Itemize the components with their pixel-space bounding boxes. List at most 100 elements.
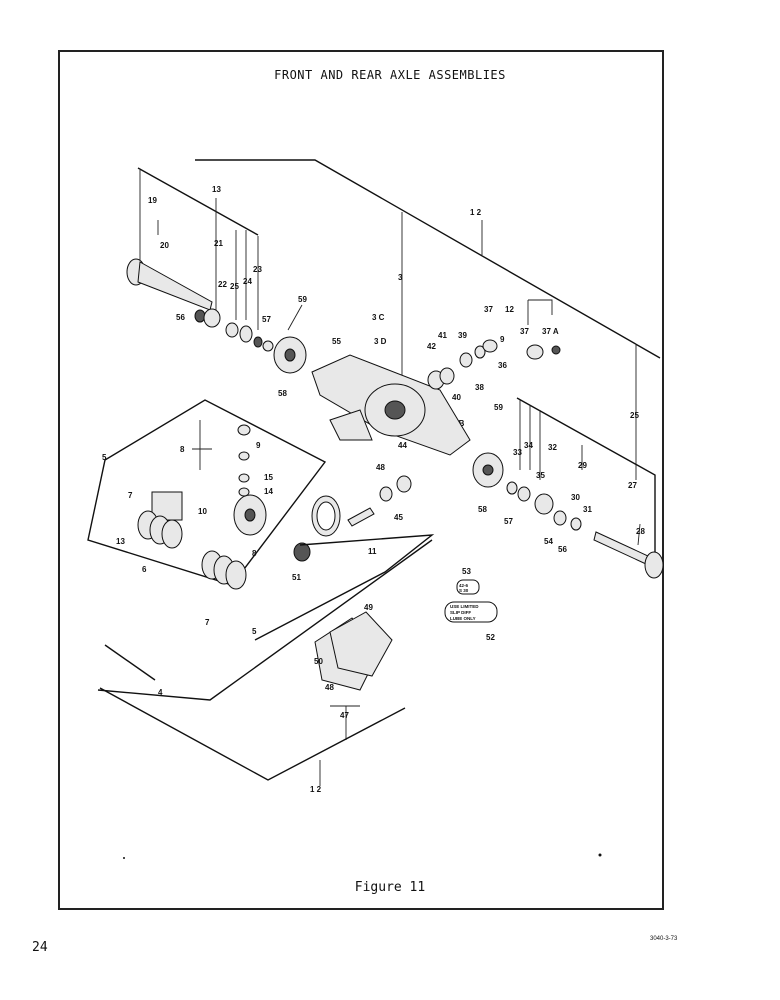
callout-29: 29 xyxy=(578,461,587,470)
svg-text:USE LIMITED: USE LIMITED xyxy=(450,604,479,609)
callout-38: 38 xyxy=(475,383,484,392)
callout-22: 22 xyxy=(218,280,227,289)
callout-56-right: 56 xyxy=(558,545,567,554)
differential-cover xyxy=(314,611,393,691)
callout-42: 42 xyxy=(427,342,436,351)
bracket-1-2-bottom xyxy=(99,687,406,781)
callout-21: 21 xyxy=(214,239,223,248)
callout-3: 3 xyxy=(398,273,403,282)
callout-25-left: 25 xyxy=(230,282,239,291)
bracket-13-19 xyxy=(137,167,259,236)
left-axle-shaft xyxy=(126,258,274,352)
callout-5-top: 5 xyxy=(102,453,107,462)
callout-48-bottom: 48 xyxy=(325,683,334,692)
callout-36: 36 xyxy=(498,361,507,370)
callout-3C: 3 C xyxy=(372,313,385,322)
callout-13-inset: 13 xyxy=(116,537,125,546)
bracket-1-2-top xyxy=(195,159,661,359)
right-axle-parts xyxy=(472,452,664,579)
callout-5-bottom: 5 xyxy=(252,627,257,636)
callout-7-top: 7 xyxy=(128,491,133,500)
callout-20: 20 xyxy=(160,241,169,250)
callout-49: 49 xyxy=(364,603,373,612)
figure-caption: Figure 11 xyxy=(354,880,426,895)
pinion-gear xyxy=(293,542,311,562)
callout-55: 55 xyxy=(332,337,341,346)
callout-1-2-top: 1 2 xyxy=(470,208,482,217)
figure-title: FRONT AND REAR AXLE ASSEMBLIES xyxy=(274,68,506,82)
callout-34: 34 xyxy=(524,441,533,450)
callout-24: 24 xyxy=(243,277,252,286)
bracket-4-left xyxy=(104,644,156,681)
inset-differential-panel xyxy=(87,399,327,586)
clutch-packs xyxy=(137,424,267,590)
callout-35: 35 xyxy=(536,471,545,480)
differential-bearings xyxy=(347,475,412,527)
callout-30: 30 xyxy=(571,493,580,502)
callout-53: 53 xyxy=(462,567,471,576)
callout-37-a: 37 xyxy=(484,305,493,314)
callout-33: 33 xyxy=(513,448,522,457)
callout-56-left: 56 xyxy=(176,313,185,322)
callout-59-left: 59 xyxy=(298,295,307,304)
callout-52: 52 xyxy=(486,633,495,642)
callout-7-bottom: 7 xyxy=(205,618,210,627)
callout-31: 31 xyxy=(583,505,592,514)
ring-gear xyxy=(311,495,341,537)
callout-41: 41 xyxy=(438,331,447,340)
callout-11: 11 xyxy=(368,547,377,556)
callout-9: 9 xyxy=(256,441,261,450)
page-number: 24 xyxy=(32,940,48,955)
svg-text:S 30: S 30 xyxy=(459,588,469,593)
callout-8-top: 8 xyxy=(180,445,185,454)
callout-51: 51 xyxy=(292,573,301,582)
callout-9-small: 9 xyxy=(500,335,505,344)
callout-58-left: 58 xyxy=(278,389,287,398)
callout-54: 54 xyxy=(544,537,553,546)
svg-text:LUBE ONLY: LUBE ONLY xyxy=(450,616,476,621)
callout-12: 12 xyxy=(505,305,514,314)
callout-39: 39 xyxy=(458,331,467,340)
callout-57-right: 57 xyxy=(504,517,513,526)
callout-45: 45 xyxy=(394,513,403,522)
axle-housing xyxy=(311,354,471,456)
callout-37-b: 37 xyxy=(520,327,529,336)
callout-47: 47 xyxy=(340,711,349,720)
callout-59-right: 59 xyxy=(494,403,503,412)
callout-50: 50 xyxy=(314,657,323,666)
callout-14: 14 xyxy=(264,487,273,496)
callout-25-right: 25 xyxy=(630,411,639,420)
callout-37A: 37 A xyxy=(542,327,559,336)
svg-text:SLIP DIFF: SLIP DIFF xyxy=(450,610,471,615)
tag-53: 42-6 S 30 xyxy=(456,579,480,595)
tag-52-lube-label: USE LIMITED SLIP DIFF LUBE ONLY xyxy=(444,601,498,623)
callout-6-left: 6 xyxy=(142,565,147,574)
document-code: 3040-3-73 xyxy=(650,936,678,942)
callout-44: 44 xyxy=(398,441,407,450)
bracket-4 xyxy=(97,539,433,701)
callout-32: 32 xyxy=(548,443,557,452)
bracket-25-right xyxy=(516,397,656,565)
callout-8-bottom: 8 xyxy=(252,549,257,558)
callout-3D: 3 D xyxy=(374,337,387,346)
callout-4: 4 xyxy=(158,688,163,697)
yoke-and-nut xyxy=(482,339,561,360)
callout-28: 28 xyxy=(636,527,645,536)
left-brake-plate xyxy=(273,336,307,374)
callout-1-2-bottom: 1 2 xyxy=(310,785,322,794)
callout-57-left: 57 xyxy=(262,315,271,324)
callout-15: 15 xyxy=(264,473,273,482)
bracket-11 xyxy=(254,534,435,641)
pinion-bearings xyxy=(427,345,486,390)
callout-40: 40 xyxy=(452,393,461,402)
callout-27: 27 xyxy=(628,481,637,490)
callout-48-top: 48 xyxy=(376,463,385,472)
callout-19: 19 xyxy=(148,196,157,205)
callout-23: 23 xyxy=(253,265,262,274)
svg-text:42-6: 42-6 xyxy=(459,583,469,588)
callout-13: 13 xyxy=(212,185,221,194)
callout-58-right: 58 xyxy=(478,505,487,514)
callout-10: 10 xyxy=(198,507,207,516)
figure-frame xyxy=(58,50,664,910)
